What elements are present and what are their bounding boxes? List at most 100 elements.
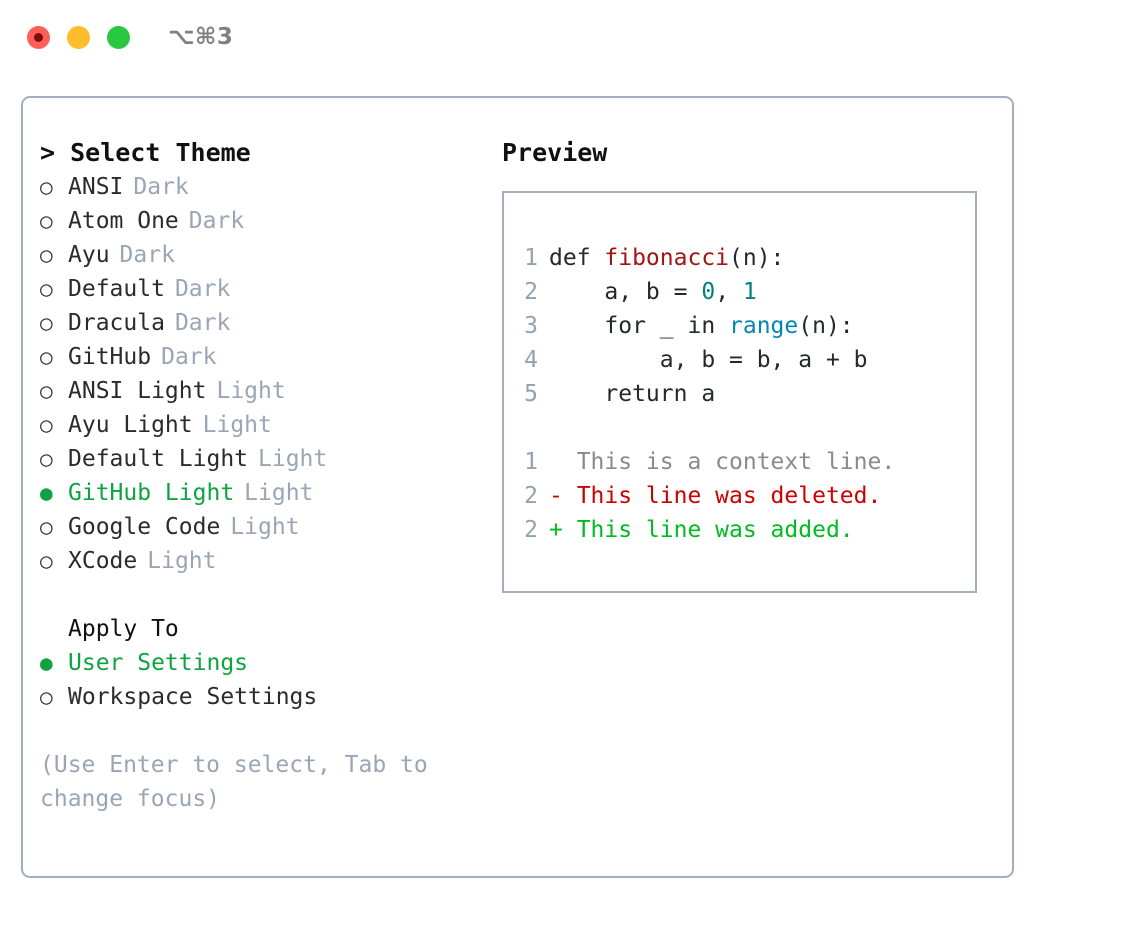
line-number: 2	[524, 517, 538, 543]
theme-option-tag: Light	[230, 514, 300, 540]
theme-option-tag: Dark	[174, 310, 231, 336]
line-number: 2	[524, 483, 538, 509]
line-number: 1	[524, 449, 538, 475]
line-number: 3	[524, 313, 538, 339]
radio-unselected-icon: ○	[40, 447, 53, 471]
code-token: (n):	[798, 313, 854, 339]
theme-option-ansi[interactable]: ○ ANSI Dark	[40, 170, 480, 204]
theme-option-tag: Light	[216, 378, 286, 404]
theme-option-label: ANSI	[68, 174, 124, 200]
theme-option-tag: Light	[258, 446, 328, 472]
code-line-content: a, b = b, a + b	[549, 343, 868, 377]
apply-to-heading: Apply To	[68, 616, 179, 642]
select-theme-heading: > Select Theme	[40, 138, 251, 167]
apply-to-option-label: User Settings	[68, 650, 249, 676]
radio-unselected-icon: ○	[40, 311, 53, 335]
code-token: a, b =	[549, 279, 702, 305]
diff-line-text: - This line was deleted.	[549, 483, 882, 509]
radio-unselected-icon: ○	[40, 549, 53, 573]
minimize-window-button[interactable]	[67, 26, 90, 49]
title-bar: ⌥⌘3	[0, 0, 1140, 76]
radio-selected-icon: ●	[40, 651, 53, 675]
theme-option-label: Default Light	[68, 446, 249, 472]
theme-option-ayu-light[interactable]: ○ Ayu Light Light	[40, 408, 480, 442]
close-window-button[interactable]	[27, 26, 50, 49]
radio-unselected-icon: ○	[40, 685, 53, 709]
code-line-content: a, b = 0, 1	[549, 275, 757, 309]
theme-option-tag: Dark	[119, 242, 175, 268]
theme-option-tag: Dark	[188, 208, 245, 234]
code-token: fibonacci	[604, 245, 730, 271]
theme-option-ansi-light[interactable]: ○ ANSI Light Light	[40, 374, 480, 408]
code-token: return a	[549, 381, 716, 407]
keyboard-hint-text: (Use Enter to select, Tab to change focu…	[40, 752, 442, 812]
theme-option-tag: Light	[147, 548, 217, 574]
line-number: 1	[524, 245, 538, 271]
radio-unselected-icon: ○	[40, 175, 53, 199]
line-number: 2	[524, 279, 538, 305]
code-token: def	[549, 245, 605, 271]
theme-option-label: Dracula	[68, 310, 165, 336]
code-token: for _ in	[549, 313, 730, 339]
theme-option-google-code[interactable]: ○ Google Code Light	[40, 510, 480, 544]
theme-option-tag: Light	[244, 480, 314, 506]
theme-option-tag: Light	[202, 412, 272, 438]
apply-to-option-label: Workspace Settings	[68, 684, 318, 710]
radio-unselected-icon: ○	[40, 345, 53, 369]
theme-option-label: Ayu	[68, 242, 110, 268]
line-number: 5	[524, 381, 538, 407]
code-line: 2 a, b = 0, 1	[504, 275, 975, 309]
theme-option-tag: Dark	[161, 344, 217, 370]
theme-option-github[interactable]: ○ GitHub Dark	[40, 340, 480, 374]
keyboard-shortcut-label: ⌥⌘3	[168, 24, 234, 50]
code-token: ,	[715, 279, 743, 305]
code-token: a, b = b, a + b	[549, 347, 868, 373]
code-line: 5 return a	[504, 377, 975, 411]
code-line: 3 for _ in range(n):	[504, 309, 975, 343]
radio-unselected-icon: ○	[40, 379, 53, 403]
code-line: 4 a, b = b, a + b	[504, 343, 975, 377]
line-number: 4	[524, 347, 538, 373]
theme-option-label: Google Code	[68, 514, 221, 540]
theme-option-label: Ayu Light	[68, 412, 193, 438]
theme-option-dracula[interactable]: ○ Dracula Dark	[40, 306, 480, 340]
diff-line-text: + This line was added.	[549, 517, 854, 543]
code-line: 1 def fibonacci(n):	[504, 241, 975, 275]
theme-option-label: Default	[68, 276, 165, 302]
theme-option-default-light[interactable]: ○ Default Light Light	[40, 442, 480, 476]
diff-line-text: This is a context line.	[549, 449, 896, 475]
theme-option-label: GitHub	[68, 344, 152, 370]
radio-unselected-icon: ○	[40, 515, 53, 539]
zoom-window-button[interactable]	[107, 26, 130, 49]
code-line-content: def fibonacci(n):	[549, 241, 784, 275]
code-line-content: return a	[549, 377, 715, 411]
code-token: 0	[701, 279, 716, 305]
code-token: range	[729, 313, 799, 339]
radio-unselected-icon: ○	[40, 413, 53, 437]
theme-option-ayu[interactable]: ○ Ayu Dark	[40, 238, 480, 272]
code-spacer	[504, 411, 975, 445]
apply-to-options[interactable]: ● User Settings ○ Workspace Settings	[40, 646, 480, 714]
code-token: 1	[742, 279, 757, 305]
theme-option-tag: Dark	[174, 276, 231, 302]
code-line-content: for _ in range(n):	[549, 309, 854, 343]
radio-unselected-icon: ○	[40, 243, 53, 267]
theme-option-tag: Dark	[133, 174, 189, 200]
theme-option-label: Atom One	[68, 208, 179, 234]
apply-to-section: Apply To ● User Settings ○ Workspace Settin…	[40, 612, 480, 714]
apply-to-option-user-settings[interactable]: ● User Settings	[40, 646, 480, 680]
radio-selected-icon: ●	[40, 481, 53, 505]
preview-heading: Preview	[502, 138, 608, 167]
apply-to-option-workspace-settings[interactable]: ○ Workspace Settings	[40, 680, 480, 714]
traffic-lights	[27, 26, 130, 49]
theme-option-label: ANSI Light	[68, 378, 207, 404]
